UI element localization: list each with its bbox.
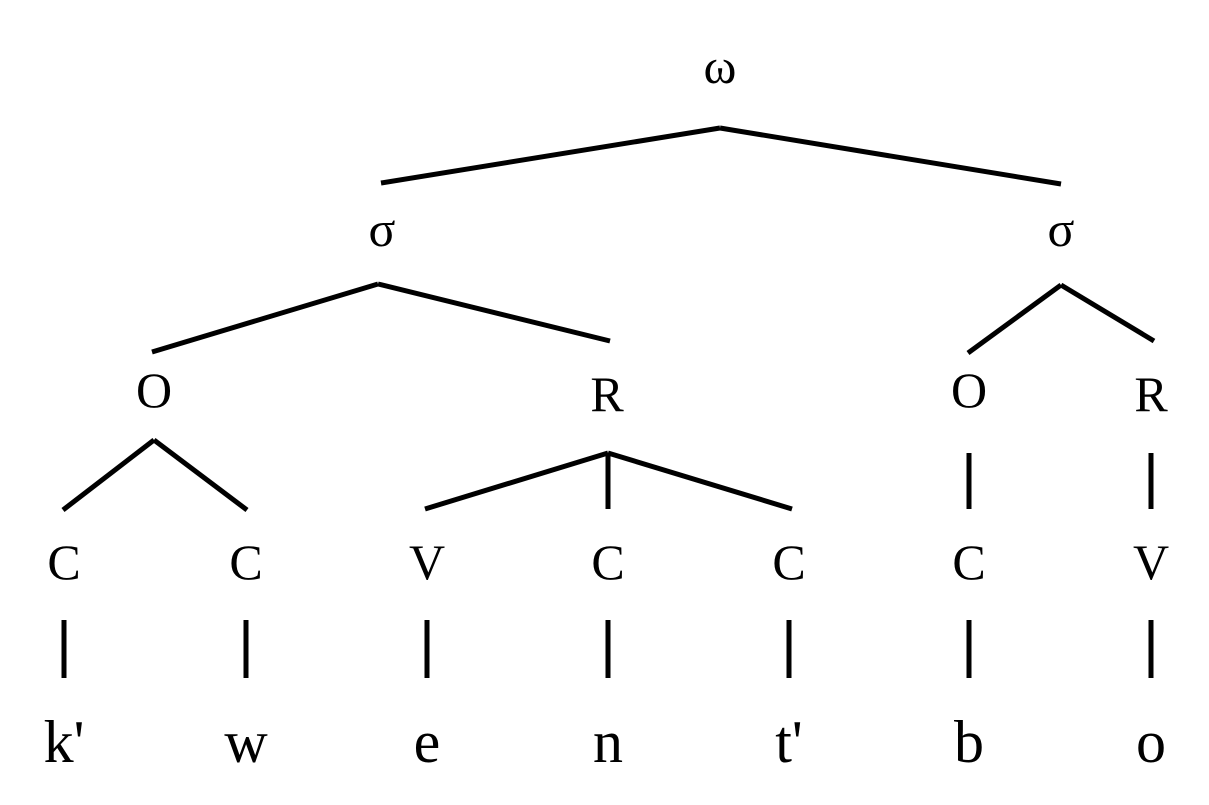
skeletal-slot-c-5: C <box>952 534 985 590</box>
onset-node-1: O <box>136 362 172 418</box>
branch-rime-1-to-c2 <box>607 450 793 512</box>
branch-syllable-2-to-onset <box>966 282 1063 356</box>
branch-word-to-syllable-1 <box>380 125 721 186</box>
segment-b: b <box>954 709 984 775</box>
rime-node-2: R <box>1134 366 1168 422</box>
syllable-node-2: σ <box>1048 201 1075 257</box>
skeletal-slot-c-3: C <box>591 534 624 590</box>
segment-o: o <box>1136 709 1166 775</box>
branch-syllable-2-to-rime <box>1059 282 1156 344</box>
branch-syllable-1-to-onset <box>151 281 379 355</box>
word-node: ω <box>704 38 737 94</box>
tree-nodes: ω σ σ O R O R C C V C C C V <box>47 38 1169 590</box>
segment-t-ejective: t' <box>775 709 802 775</box>
skeletal-slot-c-4: C <box>772 534 805 590</box>
segment-e: e <box>414 709 441 775</box>
segment-n: n <box>593 709 623 775</box>
onset-node-2: O <box>951 362 987 418</box>
branch-onset-1-to-c2 <box>152 438 249 512</box>
tree-segments: k' w e n t' b o <box>44 709 1166 775</box>
segment-k-ejective: k' <box>44 709 85 775</box>
syllable-node-1: σ <box>369 201 396 257</box>
skeletal-slot-v-1: V <box>409 534 445 590</box>
branch-rime-1-to-v <box>424 450 609 512</box>
rime-node-1: R <box>590 366 624 422</box>
skeletal-slot-c-1: C <box>47 534 80 590</box>
skeletal-slot-v-2: V <box>1133 534 1169 590</box>
branch-word-to-syllable-2 <box>719 125 1062 187</box>
tree-branches <box>61 125 1156 678</box>
branch-onset-1-to-c1 <box>61 438 156 512</box>
branch-syllable-1-to-rime <box>377 281 611 344</box>
segment-w: w <box>224 709 268 775</box>
skeletal-slot-c-2: C <box>229 534 262 590</box>
